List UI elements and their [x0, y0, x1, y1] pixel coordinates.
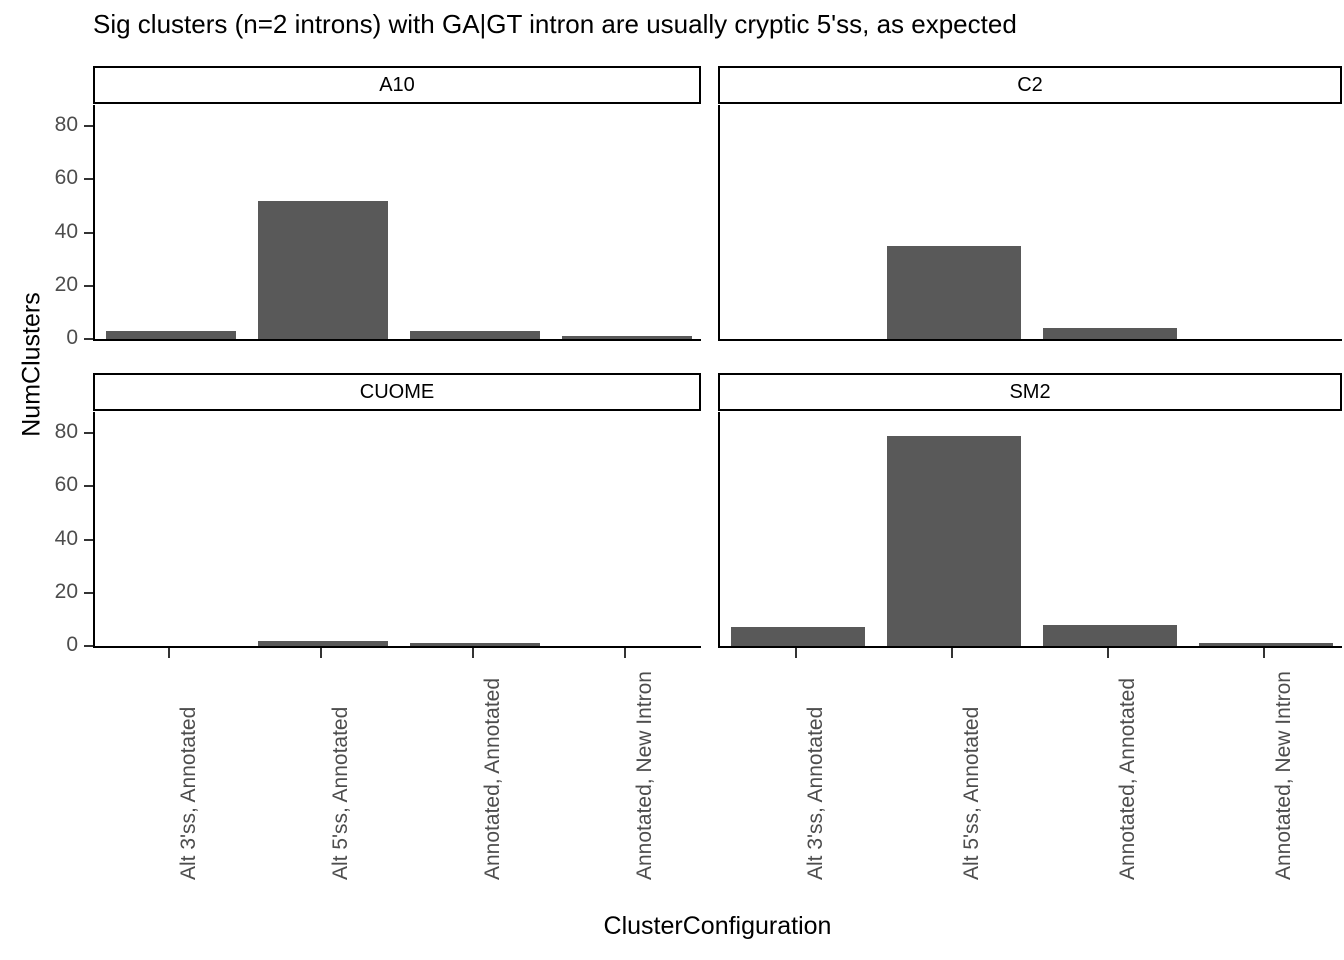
bar [409, 331, 541, 339]
facet-strip-label: CUOME [359, 380, 435, 403]
x-axis-title: ClusterConfiguration [603, 912, 832, 940]
plot-area-c2 [718, 105, 1342, 341]
bar [886, 245, 1022, 339]
y-axis-tick-label: 80 [54, 113, 78, 137]
facet-strip-label: A10 [379, 73, 415, 96]
x-axis-tick-mark [1107, 648, 1109, 658]
bar [257, 200, 389, 339]
y-axis-tick-label: 80 [54, 420, 78, 444]
bar-series [95, 412, 701, 646]
x-axis-tick-label: Alt 5'ss, Annotated [329, 706, 352, 880]
bar [886, 435, 1022, 646]
y-axis-tick-mark [84, 538, 93, 541]
x-axis-tick-label: Annotated, Annotated [481, 677, 504, 880]
y-axis-tick-mark [84, 284, 93, 287]
x-axis-tick-mark [624, 648, 626, 658]
x-axis-tick-label: Annotated, New Intron [633, 671, 656, 880]
y-axis-tick-label: 20 [54, 579, 78, 603]
bar [257, 640, 389, 646]
y-axis-tick-mark [84, 591, 93, 594]
bar-series [95, 105, 701, 339]
y-axis-tick-mark [84, 645, 93, 647]
y-axis-tick-mark [84, 125, 93, 128]
x-axis-tick-label: Annotated, New Intron [1272, 671, 1295, 880]
y-axis-tick-label: 40 [54, 219, 78, 243]
facet-strip-a10: A10 [93, 66, 701, 104]
x-axis-tick-mark [168, 648, 170, 658]
x-axis-tick-label: Annotated, Annotated [1116, 677, 1139, 880]
y-axis-tick-mark [84, 231, 93, 234]
y-axis-tick-mark [84, 338, 93, 340]
x-axis-tick-mark [951, 648, 953, 658]
x-axis-tick-mark [795, 648, 797, 658]
x-axis-tick-label: Alt 3'ss, Annotated [177, 706, 200, 880]
facet-strip-label: C2 [1017, 73, 1043, 96]
x-axis-tick-label: Alt 3'ss, Annotated [804, 706, 827, 880]
bar [730, 627, 866, 646]
page-title: Sig clusters (n=2 introns) with GA|GT in… [93, 9, 1017, 39]
y-axis-tick-mark [84, 485, 93, 488]
bar [1042, 328, 1178, 339]
y-axis-tick-label: 0 [66, 633, 78, 656]
bar [1042, 624, 1178, 646]
y-axis-tick-label: 60 [54, 166, 78, 190]
y-axis-tick-label: 40 [54, 526, 78, 550]
facet-strip-sm2: SM2 [718, 373, 1342, 411]
bar-series [720, 412, 1342, 646]
bar [105, 331, 237, 339]
x-axis-tick-label: Alt 5'ss, Annotated [960, 706, 983, 880]
bar [409, 643, 541, 646]
bar [561, 336, 693, 339]
y-axis-tick-mark [84, 432, 93, 435]
plot-area-sm2 [718, 412, 1342, 648]
x-axis-tick-mark [472, 648, 474, 658]
y-axis-tick-label: 0 [66, 326, 78, 349]
bar-series [720, 105, 1342, 339]
y-axis-tick-label: 20 [54, 272, 78, 296]
x-axis-tick-mark [320, 648, 322, 658]
facet-strip-cuome: CUOME [93, 373, 701, 411]
facet-strip-label: SM2 [1009, 380, 1051, 403]
facet-strip-c2: C2 [718, 66, 1342, 104]
bar [1198, 643, 1334, 646]
y-axis-tick-mark [84, 178, 93, 181]
plot-area-a10 [93, 105, 701, 341]
x-axis-tick-mark [1263, 648, 1265, 658]
plot-area-cuome [93, 412, 701, 648]
y-axis-tick-label: 60 [54, 473, 78, 497]
